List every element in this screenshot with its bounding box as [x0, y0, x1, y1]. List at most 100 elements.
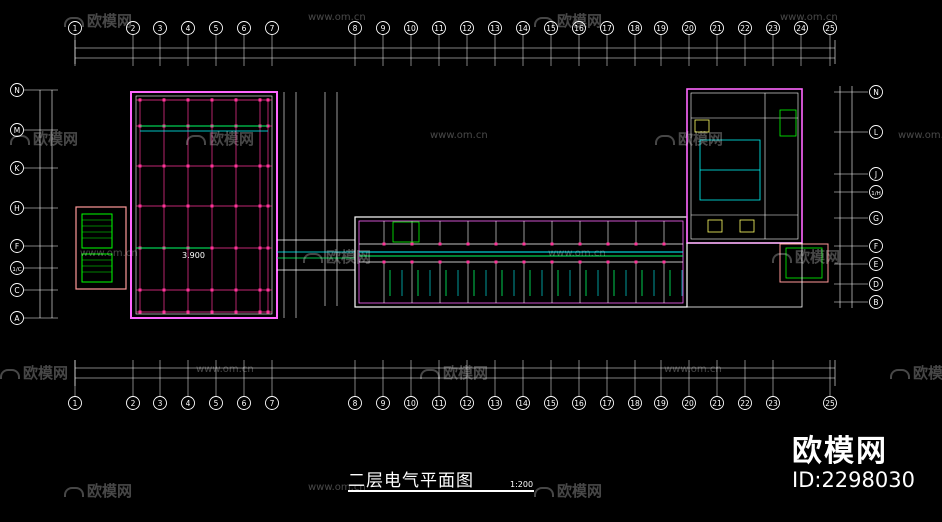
watermark-logo: 欧模网: [10, 128, 78, 149]
top-grid-bubble: 4: [181, 21, 195, 35]
right-grid-bubble: D: [869, 277, 883, 291]
left-grid-bubble: K: [10, 161, 24, 175]
bottom-grid-bubble: 9: [376, 396, 390, 410]
top-grid-bubble: 12: [460, 21, 474, 35]
watermark-url: www.om.cn: [308, 482, 366, 493]
sofa-icon: [890, 368, 910, 379]
grid-label: 10: [406, 24, 416, 33]
top-grid-bubble: 19: [654, 21, 668, 35]
bottom-grid-bubble: 7: [265, 396, 279, 410]
grid-label: 10: [406, 399, 416, 408]
watermark-id: ID:2298030: [792, 468, 915, 492]
watermark-logo: 欧模网: [303, 246, 371, 267]
grid-label: 9: [381, 399, 386, 408]
grid-label: 6: [242, 399, 247, 408]
right-grid-bubble: 1/H: [869, 185, 883, 199]
watermark-url: www.om.cn: [898, 130, 942, 141]
top-grid-bubble: 17: [600, 21, 614, 35]
watermark-logo: 欧模网: [655, 128, 723, 149]
grid-label: 13: [490, 24, 500, 33]
grid-label: A: [14, 314, 20, 323]
grid-label: 19: [656, 24, 666, 33]
grid-label: 5: [214, 399, 219, 408]
grid-label: 25: [825, 24, 835, 33]
grid-label: F: [874, 242, 878, 251]
grid-label: 2: [131, 24, 136, 33]
top-grid-bubble: 13: [488, 21, 502, 35]
sofa-icon: [64, 16, 84, 27]
grid-label: 12: [462, 399, 472, 408]
grid-label: 17: [602, 399, 612, 408]
top-grid-bubble: 21: [710, 21, 724, 35]
grid-label: N: [14, 86, 20, 95]
watermark-logo: 欧模网: [534, 480, 602, 501]
right-grid-bubble: L: [869, 125, 883, 139]
top-grid-bubble: 2: [126, 21, 140, 35]
grid-label: 23: [768, 399, 778, 408]
top-grid-bubble: 3: [153, 21, 167, 35]
sofa-icon: [10, 134, 30, 145]
watermark-logo: 欧模网: [0, 362, 68, 383]
watermark-logo: 欧模网: [64, 480, 132, 501]
grid-label: 3: [158, 399, 163, 408]
sofa-icon: [534, 486, 554, 497]
elevation-label: 3.900: [182, 251, 205, 260]
top-grid-bubble: 10: [404, 21, 418, 35]
watermark-logo: 欧模网: [772, 246, 840, 267]
grid-label: 4: [186, 24, 191, 33]
right-grid-bubble: F: [869, 239, 883, 253]
right-grid-bubble: N: [869, 85, 883, 99]
watermark-url: www.om.cn: [196, 364, 254, 375]
grid-label: 8: [353, 24, 358, 33]
grid-label: 23: [768, 24, 778, 33]
grid-label: 16: [574, 399, 584, 408]
grid-label: 12: [462, 24, 472, 33]
top-grid-bubble: 23: [766, 21, 780, 35]
bottom-grid-bubble: 25: [823, 396, 837, 410]
grid-label: 13: [490, 399, 500, 408]
grid-label: 5: [214, 24, 219, 33]
bottom-grid-bubble: 11: [432, 396, 446, 410]
grid-label: 22: [740, 24, 750, 33]
grid-label: 20: [684, 24, 694, 33]
watermark-brand: 欧模网: [792, 434, 888, 469]
left-grid-bubble: F: [10, 239, 24, 253]
bottom-grid-bubble: 6: [237, 396, 251, 410]
right-grid-bubble: B: [869, 295, 883, 309]
watermark-url: www.om.cn: [430, 130, 488, 141]
grid-label: G: [873, 214, 879, 223]
grid-label: 8: [353, 399, 358, 408]
bottom-grid-bubble: 15: [544, 396, 558, 410]
grid-label: 22: [740, 399, 750, 408]
grid-label: C: [14, 286, 19, 295]
watermark-url: www.om.cn: [80, 248, 138, 259]
grid-label: 1: [73, 24, 78, 33]
drawing-title: 二层电气平面图: [348, 471, 474, 491]
top-grid-bubble: 14: [516, 21, 530, 35]
bottom-grid-bubble: 8: [348, 396, 362, 410]
top-grid-bubble: 9: [376, 21, 390, 35]
bottom-grid-bubble: 3: [153, 396, 167, 410]
grid-label: 25: [825, 399, 835, 408]
sofa-icon: [655, 134, 675, 145]
watermark-url: www.om.cn: [308, 12, 366, 23]
sofa-icon: [186, 134, 206, 145]
bottom-grid-bubble: 22: [738, 396, 752, 410]
top-grid-bubble: 5: [209, 21, 223, 35]
watermark-url: www.om.cn: [664, 364, 722, 375]
grid-label: 2: [131, 399, 136, 408]
grid-label: L: [874, 128, 879, 137]
grid-label: 17: [602, 24, 612, 33]
grid-label: F: [15, 242, 19, 251]
top-grid-bubble: 22: [738, 21, 752, 35]
sofa-icon: [534, 16, 554, 27]
top-grid-bubble: 1: [68, 21, 82, 35]
bottom-grid-bubble: 5: [209, 396, 223, 410]
grid-label: E: [874, 260, 879, 269]
watermark-logo: 欧模网: [534, 10, 602, 31]
bottom-grid-bubble: 23: [766, 396, 780, 410]
grid-label: 14: [518, 399, 528, 408]
left-grid-bubble: C: [10, 283, 24, 297]
